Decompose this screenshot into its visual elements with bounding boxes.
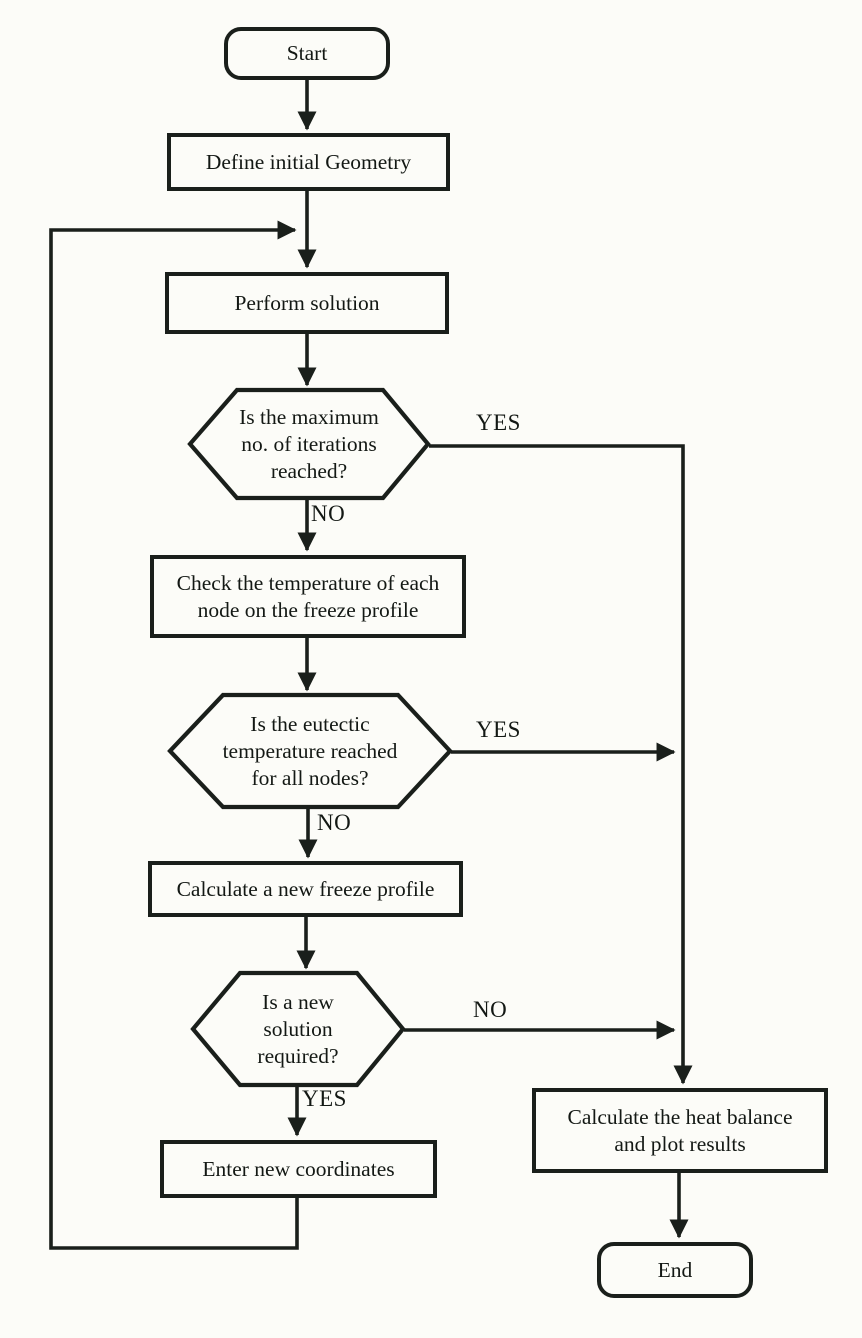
node-enter-coordinates-label: Enter new coordinates (202, 1156, 395, 1181)
edge-maxiter-yes-to-heatbalance (429, 444, 693, 1085)
max-iterations-line1: Is the maximum (239, 404, 379, 429)
label-eutectic-no: NO (317, 810, 352, 835)
node-end-label: End (657, 1257, 693, 1282)
node-new-solution-label: Is a new solution required? (193, 973, 403, 1085)
node-freeze-profile-label: Calculate a new freeze profile (176, 876, 435, 901)
node-eutectic-label: Is the eutectic temperature reached for … (170, 695, 450, 807)
node-define-geometry: Define initial Geometry (167, 133, 450, 191)
node-check-temperature-line1: Check the temperature of each (176, 570, 440, 595)
node-heat-balance-line1: Calculate the heat balance (567, 1104, 793, 1129)
eutectic-line1: Is the eutectic (250, 711, 370, 736)
label-max-iterations-yes: YES (476, 410, 521, 435)
label-eutectic-yes: YES (476, 717, 521, 742)
node-end: End (597, 1242, 753, 1298)
node-max-iterations-label: Is the maximum no. of iterations reached… (190, 390, 428, 498)
node-perform-solution: Perform solution (165, 272, 449, 334)
label-new-solution-yes: YES (302, 1086, 347, 1111)
node-enter-coordinates: Enter new coordinates (160, 1140, 437, 1198)
node-check-temperature: Check the temperature of each node on th… (150, 555, 466, 638)
decision-shape-eutectic (167, 692, 453, 810)
decision-shape-max-iterations (187, 387, 431, 501)
label-max-iterations-no: NO (311, 501, 346, 526)
node-perform-solution-label: Perform solution (234, 290, 380, 315)
new-solution-line3: required? (257, 1043, 339, 1068)
node-check-temperature-line2: node on the freeze profile (197, 597, 419, 622)
decision-shape-new-solution (190, 970, 406, 1088)
label-new-solution-no: NO (473, 997, 508, 1022)
node-heat-balance: Calculate the heat balance and plot resu… (532, 1088, 828, 1173)
max-iterations-line2: no. of iterations (241, 431, 377, 456)
new-solution-line2: solution (263, 1016, 333, 1041)
node-heat-balance-line2: and plot results (614, 1131, 746, 1156)
max-iterations-line3: reached? (270, 458, 348, 483)
node-freeze-profile: Calculate a new freeze profile (148, 861, 463, 917)
new-solution-line1: Is a new (262, 989, 334, 1014)
node-start: Start (224, 27, 390, 80)
edge-loop-enter-to-perform (49, 220, 299, 1250)
eutectic-line2: temperature reached (222, 738, 398, 763)
eutectic-line3: for all nodes? (251, 765, 369, 790)
node-define-geometry-label: Define initial Geometry (205, 149, 412, 174)
node-start-label: Start (286, 41, 328, 65)
